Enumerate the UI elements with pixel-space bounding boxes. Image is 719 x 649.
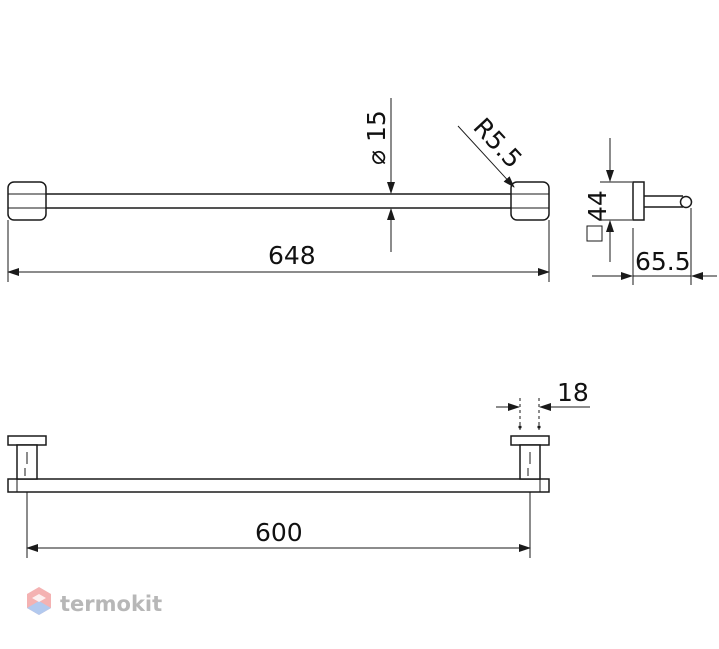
projection-label: 65.5 xyxy=(635,247,691,276)
svg-text:⌀ 15: ⌀ 15 xyxy=(362,110,391,165)
radius-label: R5.5 xyxy=(468,112,528,174)
front-view: 18 600 xyxy=(7,378,590,558)
center-distance-label: 600 xyxy=(255,518,303,547)
svg-text:44: 44 xyxy=(583,190,612,222)
right-end-block xyxy=(510,181,550,221)
side-base-plate xyxy=(632,181,645,221)
side-view: 44 65.5 xyxy=(583,138,717,285)
right-bracket xyxy=(510,435,550,480)
top-view: ⌀ 15 R5.5 648 xyxy=(7,98,550,282)
brand-logo: termokit xyxy=(27,587,162,616)
brand-name: termokit xyxy=(60,592,162,616)
radius-leader xyxy=(457,125,515,188)
left-bracket xyxy=(7,435,47,480)
left-end-block xyxy=(7,181,47,221)
bar-cross-section xyxy=(679,195,693,209)
front-bar xyxy=(7,478,550,493)
svg-text:R5.5: R5.5 xyxy=(468,112,528,174)
overall-length-label: 648 xyxy=(268,241,316,270)
square-symbol xyxy=(586,225,603,242)
top-bar xyxy=(23,193,533,209)
bracket-width-label: 18 xyxy=(557,378,589,407)
base-size-label: 44 xyxy=(583,190,612,222)
diameter-label: ⌀ 15 xyxy=(362,110,391,165)
